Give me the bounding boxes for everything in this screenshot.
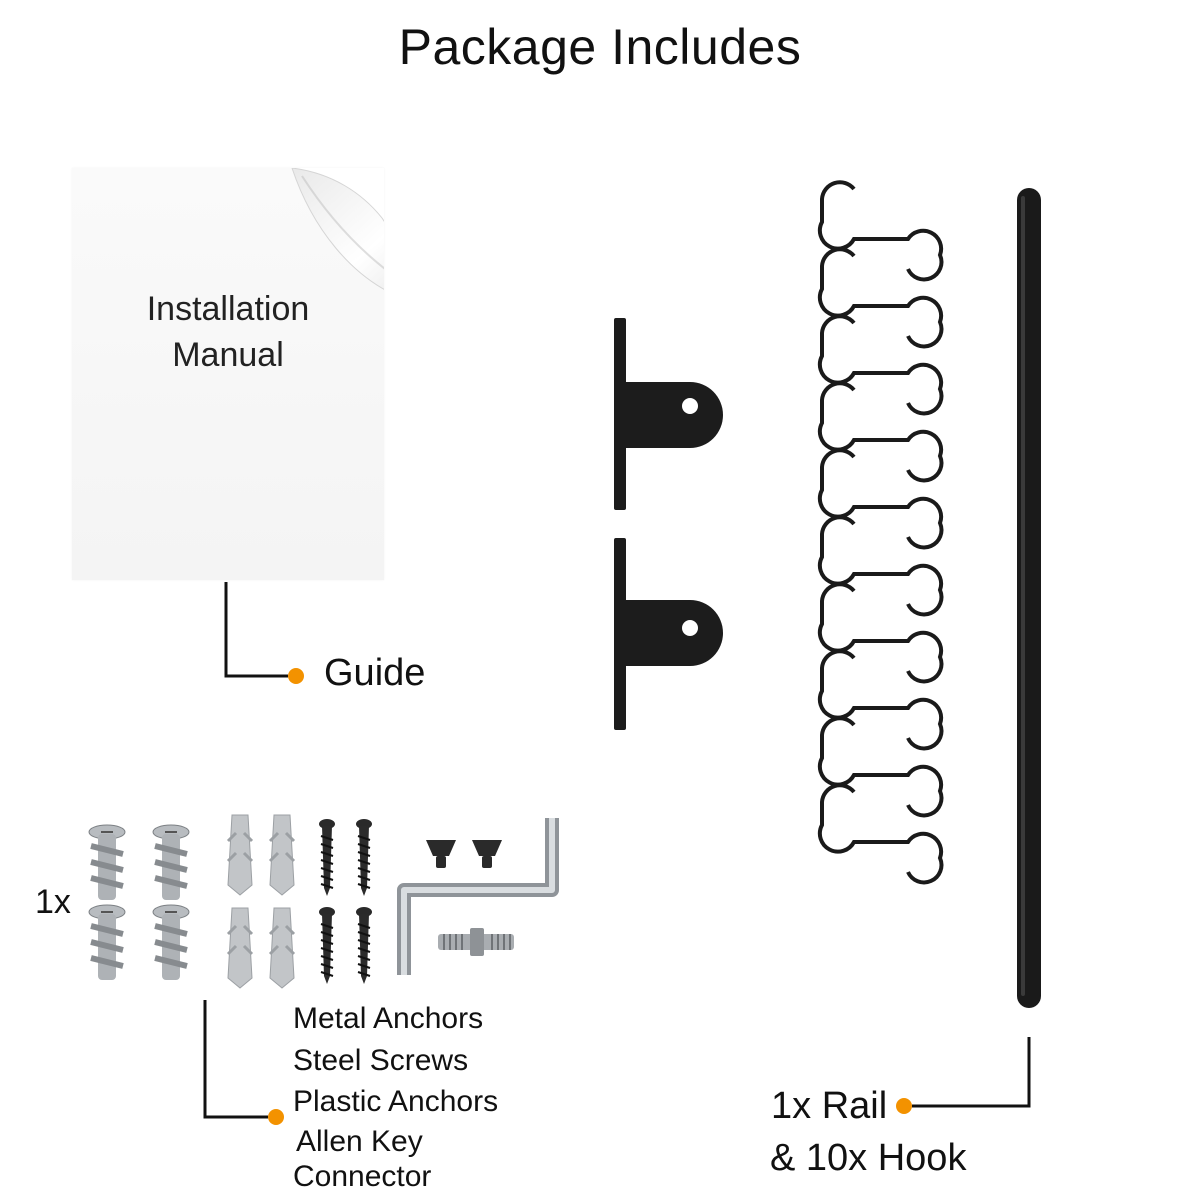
hardware-item-steel-screws: Steel Screws bbox=[293, 1044, 469, 1077]
plastic-anchor bbox=[268, 907, 296, 989]
rail-callout-dot bbox=[896, 1098, 912, 1114]
metal-anchor bbox=[152, 824, 190, 900]
page-curl-icon bbox=[291, 168, 384, 290]
steel-screw bbox=[319, 907, 335, 984]
guide-callout-line bbox=[224, 582, 288, 678]
allen-key-image bbox=[397, 818, 559, 975]
s-hooks-image bbox=[817, 180, 944, 885]
manual-line-1: Installation bbox=[146, 290, 310, 328]
plastic-anchor bbox=[226, 907, 254, 989]
page-title: Package Includes bbox=[398, 19, 802, 75]
manual-line-2: Manual bbox=[172, 336, 284, 374]
plastic-anchor bbox=[226, 814, 254, 896]
s-hook bbox=[817, 247, 944, 349]
plastic-anchor bbox=[268, 814, 296, 896]
metal-anchor bbox=[88, 824, 126, 900]
s-hook bbox=[817, 515, 944, 617]
plastic-anchors-image bbox=[226, 814, 296, 989]
hardware-item-plastic-anchors: Plastic Anchors bbox=[293, 1085, 499, 1118]
rail-label-line-2: & 10x Hook bbox=[770, 1137, 967, 1179]
rail-image bbox=[1017, 188, 1041, 1008]
s-hook bbox=[817, 314, 944, 416]
installation-manual-image: Installation Manual bbox=[72, 168, 384, 580]
hardware-item-metal-anchors: Metal Anchors bbox=[293, 1002, 484, 1035]
wall-bracket-top bbox=[614, 318, 723, 510]
s-hook bbox=[817, 582, 944, 684]
guide-label: Guide bbox=[324, 652, 426, 694]
hardware-quantity: 1x bbox=[35, 883, 71, 921]
steel-screw bbox=[319, 819, 335, 896]
hardware-callout-dot bbox=[268, 1109, 284, 1125]
bolts-image bbox=[426, 840, 502, 868]
hardware-item-connector: Connector bbox=[293, 1160, 432, 1193]
steel-screws-image bbox=[319, 819, 372, 984]
metal-anchors-image bbox=[88, 824, 190, 980]
s-hook bbox=[817, 716, 944, 818]
manual-text: Installation Manual bbox=[72, 286, 384, 378]
connector-image bbox=[438, 928, 514, 956]
s-hook bbox=[817, 783, 944, 885]
hardware-item-allen-key: Allen Key bbox=[296, 1125, 423, 1158]
rail-callout-line bbox=[912, 1037, 1031, 1108]
s-hook bbox=[817, 381, 944, 483]
rail-label-line-1: 1x Rail bbox=[771, 1085, 888, 1127]
hardware-callout-line bbox=[203, 1000, 268, 1119]
metal-anchor bbox=[152, 904, 190, 980]
s-hook bbox=[817, 649, 944, 751]
steel-screw bbox=[356, 907, 372, 984]
metal-anchor bbox=[88, 904, 126, 980]
wall-bracket-bottom bbox=[614, 538, 723, 730]
steel-screw bbox=[356, 819, 372, 896]
s-hook bbox=[817, 180, 944, 282]
s-hook bbox=[817, 448, 944, 550]
guide-callout-dot bbox=[288, 668, 304, 684]
